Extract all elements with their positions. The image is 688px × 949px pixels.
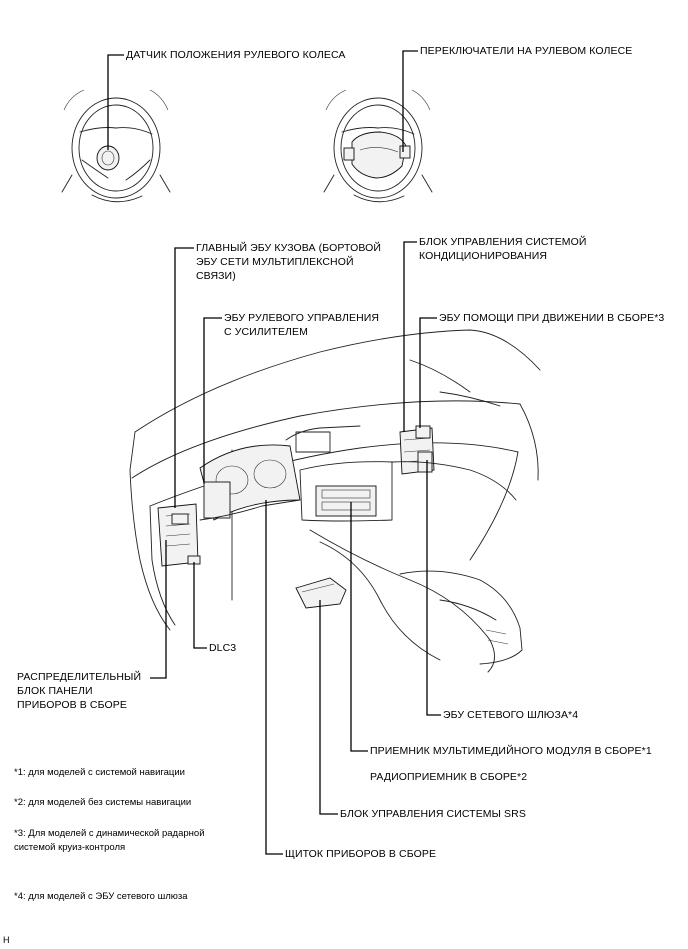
label-network-gateway-ecu: ЭБУ СЕТЕВОГО ШЛЮЗА*4 — [443, 709, 579, 721]
instrument-panel-illustration — [129, 329, 541, 673]
label-steering-angle-sensor: ДАТЧИК ПОЛОЖЕНИЯ РУЛЕВОГО КОЛЕСА — [126, 49, 346, 61]
label-radio-receiver: РАДИОПРИЕМНИК В СБОРЕ*2 — [370, 771, 528, 783]
corner-mark: H — [3, 935, 10, 945]
label-main-body-ecu: ГЛАВНЫЙ ЭБУ КУЗОВА (БОРТОВОЙ ЭБУ СЕТИ МУ… — [196, 242, 382, 282]
label-multimedia-receiver: ПРИЕМНИК МУЛЬТИМЕДИЙНОГО МОДУЛЯ В СБОРЕ*… — [370, 745, 652, 757]
label-steering-pad-switches: ПЕРЕКЛЮЧАТЕЛИ НА РУЛЕВОМ КОЛЕСЕ — [420, 45, 633, 57]
footnote-2: *2: для моделей без системы навигации — [14, 797, 192, 808]
footnote-3: *3: Для моделей с динамической радарной … — [14, 828, 205, 853]
label-combination-meter: ЩИТОК ПРИБОРОВ В СБОРЕ — [285, 848, 437, 860]
label-dlc3: DLC3 — [209, 642, 237, 654]
footnote-1: *1: для моделей с системой навигации — [14, 767, 185, 778]
steering-wheel-left-illustration — [61, 89, 171, 203]
label-ac-control-unit: БЛОК УПРАВЛЕНИЯ СИСТЕМОЙ КОНДИЦИОНИРОВАН… — [419, 236, 587, 262]
footnote-4: *4: для моделей с ЭБУ сетевого шлюза — [14, 891, 188, 902]
label-instrument-panel-junction-block: РАСПРЕДЕЛИТЕЛЬНЫЙ БЛОК ПАНЕЛИ ПРИБОРОВ В… — [17, 671, 142, 711]
label-driving-support-ecu: ЭБУ ПОМОЩИ ПРИ ДВИЖЕНИИ В СБОРЕ*3 — [439, 312, 665, 324]
label-power-steering-ecu: ЭБУ РУЛЕВОГО УПРАВЛЕНИЯ С УСИЛИТЕЛЕМ — [224, 312, 380, 338]
label-srs-control-unit: БЛОК УПРАВЛЕНИЯ СИСТЕМЫ SRS — [340, 808, 526, 820]
leader-lines — [107, 50, 441, 855]
steering-wheel-right-illustration — [323, 89, 433, 203]
